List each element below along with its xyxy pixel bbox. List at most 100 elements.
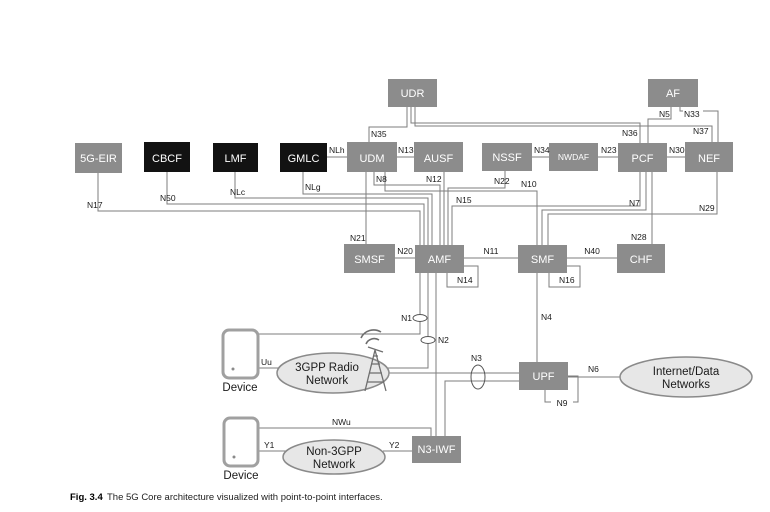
- cloud-internet-data-networks: Internet/Data Networks: [619, 356, 753, 398]
- upf-label: UPF: [533, 371, 555, 383]
- label-n16-bg: [557, 275, 579, 285]
- edge-n22: [447, 171, 506, 245]
- amf-label: AMF: [428, 254, 452, 266]
- edge-n17: [97, 173, 421, 245]
- non3gpp-ellipse: [282, 439, 386, 475]
- nf-boxes: UDR AF 5G-EIR CBCF LMF GMLC UDM AUSF: [75, 79, 733, 463]
- chf-box: [617, 244, 665, 273]
- device2-label: Device: [223, 470, 258, 482]
- n1-ellipse-marker: [412, 314, 428, 322]
- edge-n1: [258, 273, 421, 335]
- label-n7: N7: [629, 198, 640, 208]
- node-pcf: PCF: [618, 143, 667, 172]
- smf-box: [518, 245, 567, 273]
- label-n15: N15: [456, 195, 472, 205]
- edge-n8: [373, 172, 441, 245]
- node-smsf: SMSF: [344, 244, 395, 273]
- edge-n37: [414, 107, 713, 142]
- af-box: [648, 79, 698, 107]
- label-uu: Uu: [261, 357, 272, 367]
- edge-n29: [547, 172, 718, 245]
- caption-text: The 5G Core architecture visualized with…: [107, 492, 383, 503]
- edge-n16-loop: [548, 265, 581, 288]
- label-n40: N40: [584, 246, 600, 256]
- nwdaf-box: [549, 143, 598, 171]
- device-1: Device: [221, 328, 260, 394]
- node-gmlc: GMLC: [280, 143, 327, 172]
- ran-label-line2: Network: [306, 375, 348, 387]
- af-label: AF: [666, 88, 680, 100]
- udm-label: UDM: [359, 153, 384, 165]
- node-smf: SMF: [518, 245, 567, 273]
- label-n8: N8: [376, 174, 387, 184]
- edge-n5: [647, 107, 672, 143]
- label-n12: N12: [426, 174, 442, 184]
- chf-label: CHF: [630, 254, 653, 266]
- device1-label: Device: [222, 382, 257, 394]
- edge-n35: [368, 107, 408, 142]
- figure-caption: Fig. 3.4 The 5G Core architecture visual…: [70, 492, 383, 503]
- nef-label: NEF: [698, 153, 720, 165]
- edge-n50: [166, 172, 425, 245]
- device1-phone-icon: [221, 328, 260, 380]
- dn-label-line2: Networks: [662, 379, 710, 391]
- node-udr: UDR: [388, 79, 437, 107]
- node-upf: UPF: [519, 362, 568, 390]
- caption-fig-number: Fig. 3.4: [70, 492, 103, 503]
- label-y1: Y1: [264, 440, 275, 450]
- label-n37: N37: [693, 126, 709, 136]
- smsf-label: SMSF: [354, 254, 385, 266]
- udr-box: [388, 79, 437, 107]
- ausf-box: [414, 142, 463, 172]
- label-n14-bg: [455, 275, 477, 285]
- label-n1: N1: [401, 313, 412, 323]
- pcf-box: [618, 143, 667, 172]
- node-af: AF: [648, 79, 698, 107]
- eir-label: 5G-EIR: [80, 153, 117, 165]
- label-n22: N22: [494, 176, 510, 186]
- device-2: Device: [222, 416, 260, 482]
- nssf-box: [482, 143, 532, 171]
- smsf-box: [344, 244, 395, 273]
- device2-phone-icon: [222, 416, 260, 468]
- node-n3iwf: N3-IWF: [412, 436, 461, 463]
- n3iwf-label: N3-IWF: [418, 444, 456, 456]
- node-nwdaf: NWDAF: [549, 143, 598, 171]
- cbcf-box: [144, 142, 190, 172]
- device1-dot: [231, 367, 235, 371]
- label-n30: N30: [669, 145, 685, 155]
- label-n23: N23: [601, 145, 617, 155]
- node-cbcf: CBCF: [144, 142, 190, 172]
- edge-n15: [451, 172, 641, 245]
- edge-nlc: [234, 172, 429, 245]
- label-n28: N28: [631, 232, 647, 242]
- label-nwu: NWu: [332, 417, 351, 427]
- non3gpp-label-line2: Network: [313, 459, 355, 471]
- label-n21: N21: [350, 233, 366, 243]
- label-n10: N10: [521, 179, 537, 189]
- label-n35: N35: [371, 129, 387, 139]
- edge-lines: [97, 107, 719, 452]
- label-n16: N16: [559, 275, 575, 285]
- ran-label-line1: 3GPP Radio: [295, 362, 359, 374]
- label-n2: N2: [438, 335, 449, 345]
- n3-ellipse-marker: [470, 364, 486, 390]
- nef-box: [685, 142, 733, 172]
- edge-n7: [541, 172, 647, 245]
- gmlc-box: [280, 143, 327, 172]
- label-n36: N36: [622, 128, 638, 138]
- label-n6: N6: [588, 364, 599, 374]
- node-lmf: LMF: [213, 143, 258, 172]
- node-nef: NEF: [685, 142, 733, 172]
- label-nlh: NLh: [329, 145, 345, 155]
- pcf-label: PCF: [632, 153, 654, 165]
- interface-labels: N35 N36 N37 N5 N33 N13 NLh N34 N23 N30 N…: [87, 109, 715, 450]
- label-n9-bg: [551, 397, 573, 407]
- label-n20: N20: [397, 246, 413, 256]
- smf-label: SMF: [531, 254, 555, 266]
- label-n33-bg: [683, 109, 703, 118]
- edge-n2-ran: [388, 273, 429, 369]
- edge-n36: [410, 107, 641, 143]
- edge-n3-n3iwf-upf: [444, 380, 519, 436]
